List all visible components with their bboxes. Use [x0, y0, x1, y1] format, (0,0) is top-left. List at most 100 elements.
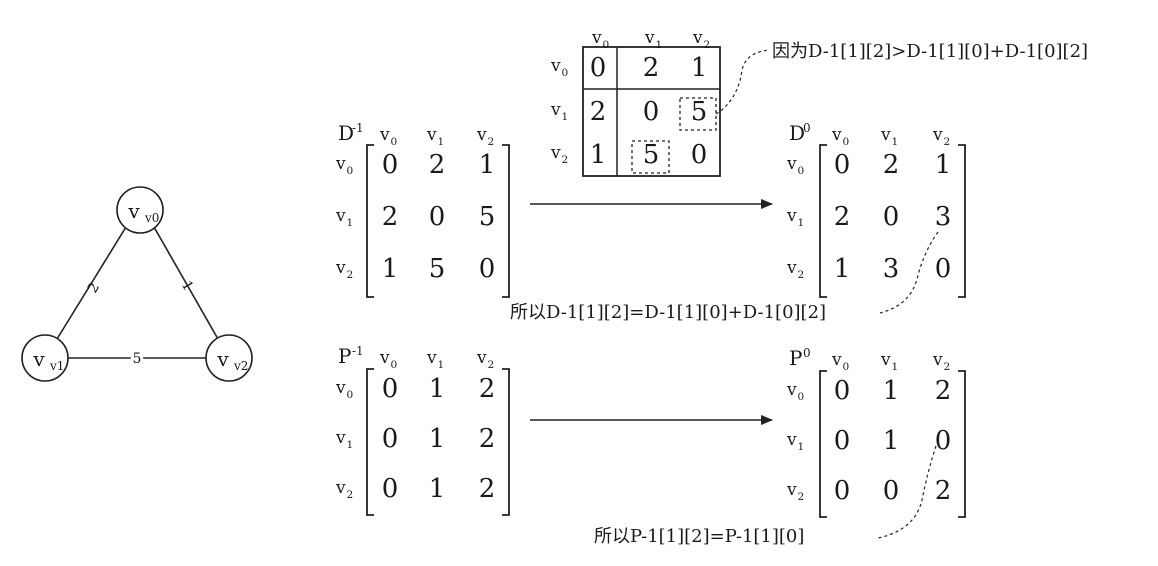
matrix-p0-cell-2-2: 2: [935, 476, 952, 506]
matrix-p-minus1-col-header-v2-sub: 2: [488, 359, 495, 371]
table-col-header-v1-base: v: [644, 28, 655, 48]
matrix-p0-row-header-v1-base: v: [786, 430, 797, 450]
table-cell-0-2: 1: [691, 53, 708, 83]
matrix-d-minus1-col-header-v1-sub: 1: [438, 136, 445, 148]
annotation-so-p: 所以P-1[1][2]=P-1[1][0]: [594, 526, 804, 547]
matrix-d-minus1-col-header-v0-base: v: [379, 125, 390, 145]
matrix-p-minus1-row-header-v1-base: v: [335, 428, 346, 448]
matrix-p-minus1-cell-0-1: 1: [429, 374, 446, 404]
matrix-d-minus1-row-header-v0-base: v: [335, 154, 346, 174]
table-row-header-v0-sub: 0: [562, 67, 569, 79]
matrix-d-minus1-right-bracket: [502, 144, 510, 298]
matrix-d-minus1-name-sup: -1: [352, 121, 364, 135]
matrix-p0-cell-2-0: 0: [834, 476, 851, 506]
edge-weight-v0-v1: 2: [85, 280, 103, 296]
matrix-p0-cell-0-0: 0: [834, 376, 851, 406]
matrix-d0-cell-0-0: 0: [834, 150, 851, 180]
table-cell-0-1: 2: [643, 53, 660, 83]
matrix-p0-name-sup: 0: [803, 346, 811, 360]
svg-text:v: v: [127, 199, 140, 223]
matrix-p0-col-header-v2-sub: 2: [944, 361, 951, 373]
table-cell-1-1: 0: [643, 97, 660, 127]
matrix-p0-cell-2-1: 0: [883, 476, 900, 506]
table-cell-1-0: 2: [590, 97, 607, 127]
matrix-p-minus1-cell-1-1: 1: [429, 424, 446, 454]
matrix-d0-cell-1-2: 3: [935, 202, 952, 232]
matrix-d0-row-header-v1-base: v: [786, 206, 797, 226]
table-col-header-v1-sub: 1: [656, 39, 663, 51]
matrix-p0-cell-0-1: 1: [883, 376, 900, 406]
matrix-d0-cell-1-0: 2: [834, 202, 851, 232]
matrix-d-minus1-cell-2-1: 5: [429, 254, 446, 284]
matrix-d0-left-bracket: [819, 144, 827, 298]
matrix-d-minus1-cell-2-2: 0: [479, 254, 496, 284]
table-col-header-v0-sub: 0: [603, 39, 610, 51]
matrix-d0-col-header-v2-base: v: [932, 125, 943, 145]
matrix-d0-cell-2-1: 3: [883, 254, 900, 284]
table-col-header-v0-base: v: [591, 28, 602, 48]
edge-weight-v0-v2: 1: [178, 278, 196, 294]
node-sub: v2: [233, 359, 248, 373]
table-col-header-v2-base: v: [692, 28, 703, 48]
matrix-p0-col-header-v1-base: v: [880, 350, 891, 370]
matrix-p-minus1-cell-2-1: 1: [429, 474, 446, 504]
highlight-cell-1-2: [679, 97, 717, 131]
matrix-p0-col-header-v0-sub: 0: [843, 361, 850, 373]
matrix-d-minus1-col-header-v1-base: v: [426, 125, 437, 145]
leader-line-because: [715, 49, 771, 115]
matrix-d0-name: D0: [789, 121, 811, 145]
table-cell-0-0: 0: [590, 53, 607, 83]
matrix-p-minus1-cell-2-0: 0: [382, 474, 399, 504]
leader-line-so-d: [879, 231, 939, 314]
matrix-p-minus1-row-header-v1-sub: 1: [347, 439, 354, 451]
matrix-p-minus1-row-header-v0-base: v: [335, 378, 346, 398]
matrix-d0-cell-0-2: 1: [935, 150, 952, 180]
matrix-p0-row-header-v0-base: v: [786, 380, 797, 400]
matrix-d0-col-header-v0-base: v: [831, 125, 842, 145]
matrix-d0-cell-2-2: 0: [935, 254, 952, 284]
matrix-d0-col-header-v0-sub: 0: [843, 136, 850, 148]
matrix-p-minus1-left-bracket: [366, 368, 374, 516]
matrix-d-minus1-col-header-v0-sub: 0: [391, 136, 398, 148]
annotation-because: 因为D-1[1][2]>D-1[1][0]+D-1[0][2]: [772, 41, 1088, 62]
annotation-so-d: 所以D-1[1][2]=D-1[1][0]+D-1[0][2]: [510, 302, 826, 323]
matrix-d0-row-header-v0-sub: 0: [798, 165, 805, 177]
graph-node-v1: v v1: [21, 334, 69, 382]
graph-node-v0: v v0: [116, 186, 164, 234]
matrix-p-minus1-col-header-v1-base: v: [426, 348, 437, 368]
matrix-d-minus1-row-header-v1-sub: 1: [347, 217, 354, 229]
matrix-d-minus1-cell-0-1: 2: [429, 150, 446, 180]
table-col-header-v2-sub: 2: [704, 39, 711, 51]
matrix-p0-row-header-v0-sub: 0: [798, 391, 805, 403]
matrix-p0-left-bracket: [819, 370, 827, 518]
table-cell-2-1: 5: [643, 140, 660, 170]
svg-text:v: v: [216, 347, 229, 371]
matrix-p-minus1-name-sup: -1: [352, 344, 364, 358]
graph-node-v2: v v2: [205, 334, 253, 382]
edge-v0-v2: [153, 226, 219, 340]
matrix-p0-name-base: P: [789, 346, 802, 370]
matrix-p-minus1-cell-0-2: 2: [479, 374, 496, 404]
matrix-p-minus1-col-header-v2-base: v: [476, 348, 487, 368]
matrix-p0-col-header-v1-sub: 1: [892, 361, 899, 373]
